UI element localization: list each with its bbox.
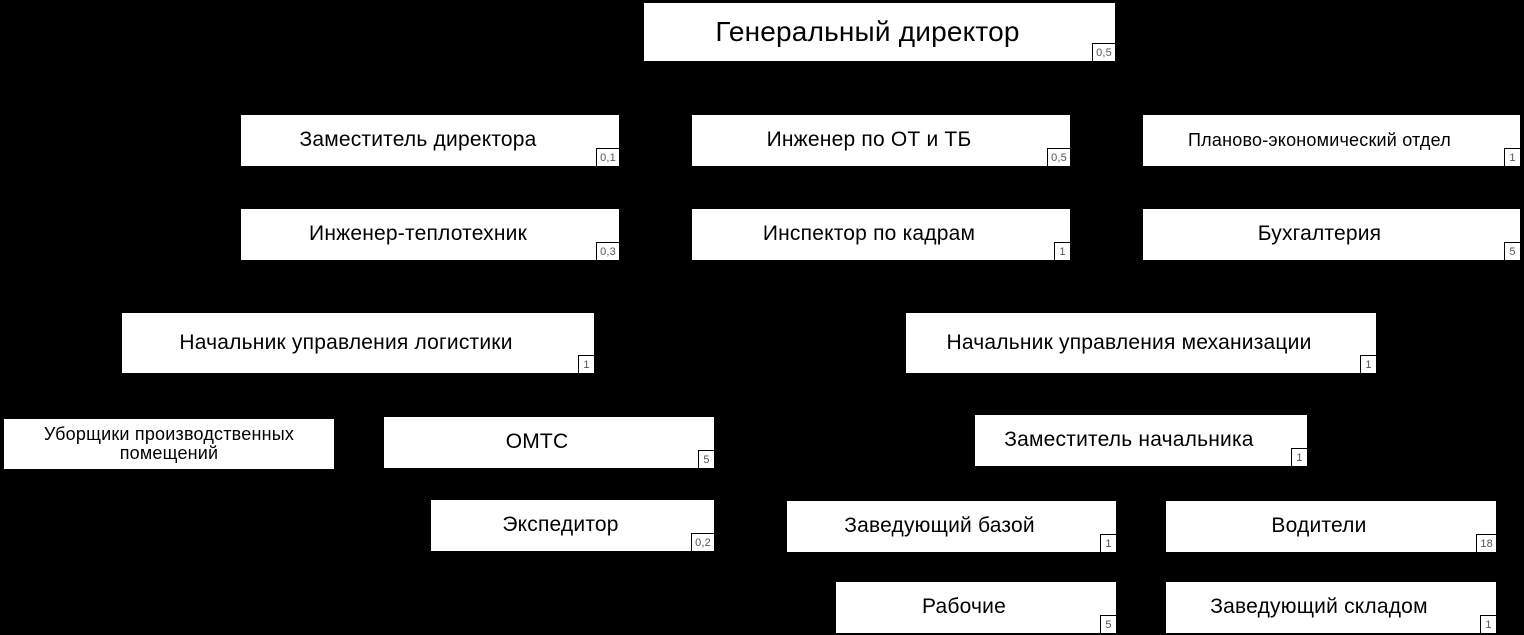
staff-count-badge: 1 (1360, 355, 1376, 373)
staff-count-badge: 1 (1054, 242, 1070, 260)
staff-count-badge: 5 (698, 450, 714, 468)
node-warehouse-manager: Заведующий складом 1 (1166, 582, 1496, 633)
node-drivers: Водители 18 (1166, 501, 1496, 552)
node-heat-engineer: Инженер-теплотехник 0,3 (241, 209, 619, 260)
node-label: Заведующий базой (844, 514, 1035, 538)
node-label: Планово-экономический отдел (1188, 130, 1451, 151)
staff-count-badge: 0,3 (596, 242, 619, 260)
node-label: Бухгалтерия (1257, 222, 1382, 246)
node-forwarder: Экспедитор 0,2 (431, 500, 714, 551)
staff-count-badge: 5 (1100, 615, 1116, 633)
staff-count-badge: 1 (1100, 534, 1116, 552)
node-deputy-director: Заместитель директора 0,1 (241, 115, 619, 166)
node-label: Инспектор по кадрам (762, 222, 976, 246)
node-label: Заведующий складом (1210, 595, 1428, 619)
node-hr-inspector: Инспектор по кадрам 1 (692, 209, 1070, 260)
staff-count-badge: 1 (1480, 615, 1496, 633)
node-label: Уборщики производственных помещений (43, 424, 295, 463)
node-deputy-head: Заместитель начальника 1 (975, 415, 1307, 466)
node-label: Инженер по ОТ и ТБ (766, 128, 972, 152)
staff-count-badge: 0,5 (1047, 148, 1070, 166)
staff-count-badge: 1 (1291, 448, 1307, 466)
node-label: Инженер-теплотехник (309, 222, 527, 246)
node-label: Начальник управления логистики (179, 330, 513, 354)
node-planning-dept: Планово-экономический отдел 1 (1143, 115, 1520, 166)
staff-count-badge: 1 (578, 355, 594, 373)
node-ceo: Генеральный директор 0,5 (644, 3, 1115, 61)
staff-count-badge: 0,5 (1092, 43, 1115, 61)
node-label: Заместитель начальника (1004, 428, 1254, 452)
node-label: Рабочие (922, 595, 1006, 619)
node-logistics-head: Начальник управления логистики 1 (122, 313, 594, 373)
staff-count-badge: 18 (1476, 534, 1496, 552)
node-workers: Рабочие 5 (836, 582, 1116, 633)
staff-count-badge: 5 (1504, 242, 1520, 260)
node-cleaners: Уборщики производственных помещений (4, 419, 334, 469)
node-mechanization-head: Начальник управления механизации 1 (906, 313, 1376, 373)
node-label: Водители (1271, 514, 1367, 538)
node-omts: ОМТС 5 (384, 417, 714, 468)
node-label: Заместитель директора (299, 128, 537, 152)
node-base-manager: Заведующий базой 1 (787, 501, 1116, 552)
staff-count-badge: 0,1 (596, 148, 619, 166)
staff-count-badge: 0,2 (691, 533, 714, 551)
node-accounting: Бухгалтерия 5 (1143, 209, 1520, 260)
node-label: Экспедитор (502, 513, 619, 537)
node-label: ОМТС (505, 430, 569, 454)
node-label: Генеральный директор (715, 16, 1020, 48)
node-safety-engineer: Инженер по ОТ и ТБ 0,5 (692, 115, 1070, 166)
staff-count-badge: 1 (1504, 148, 1520, 166)
node-label: Начальник управления механизации (946, 330, 1312, 354)
